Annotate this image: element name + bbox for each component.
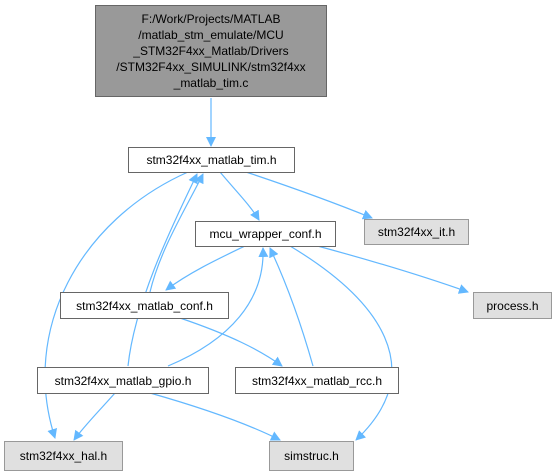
edge-gpio-tim xyxy=(127,173,198,367)
edge-conf-rcc xyxy=(179,317,283,367)
edge-wrapper-process xyxy=(309,243,469,294)
root-line-4: /STM32F4xx_SIMULINK/stm32f4xx xyxy=(116,60,306,74)
node-process-h[interactable]: process.h xyxy=(473,292,552,319)
edge-gpio-wrapper xyxy=(167,247,269,367)
edge-rcc-wrapper xyxy=(269,247,314,367)
root-line-3: _STM32F4xx_Matlab/Drivers xyxy=(133,44,289,58)
node-rcc-h[interactable]: stm32f4xx_matlab_rcc.h xyxy=(235,367,399,394)
edge-tim-it xyxy=(245,171,373,220)
edge-gpio-hal xyxy=(73,392,116,441)
edge-gpio-simstruc xyxy=(149,392,281,441)
root-line-1: F:/Work/Projects/MATLAB xyxy=(141,12,281,26)
node-hal-h[interactable]: stm32f4xx_hal.h xyxy=(4,441,123,471)
edge-wrapper-simstruc xyxy=(289,245,393,441)
node-gpio-h[interactable]: stm32f4xx_matlab_gpio.h xyxy=(37,367,209,394)
node-conf-h[interactable]: stm32f4xx_matlab_conf.h xyxy=(60,292,229,319)
edge-conf-tim xyxy=(149,173,204,293)
root-line-5: _matlab_tim.c xyxy=(173,76,249,90)
node-wrapper-conf[interactable]: mcu_wrapper_conf.h xyxy=(195,221,336,247)
node-tim-h[interactable]: stm32f4xx_matlab_tim.h xyxy=(128,147,295,173)
root-file-node[interactable]: F:/Work/Projects/MATLAB /matlab_stm_emul… xyxy=(95,5,327,97)
edge-tim-hal xyxy=(44,171,189,439)
edge-tim-wrapper xyxy=(219,171,260,221)
node-simstruc-h[interactable]: simstruc.h xyxy=(269,441,354,471)
node-it-h[interactable]: stm32f4xx_it.h xyxy=(364,219,469,245)
edge-wrapper-conf xyxy=(165,245,246,291)
root-line-2: /matlab_stm_emulate/MCU xyxy=(138,28,284,42)
